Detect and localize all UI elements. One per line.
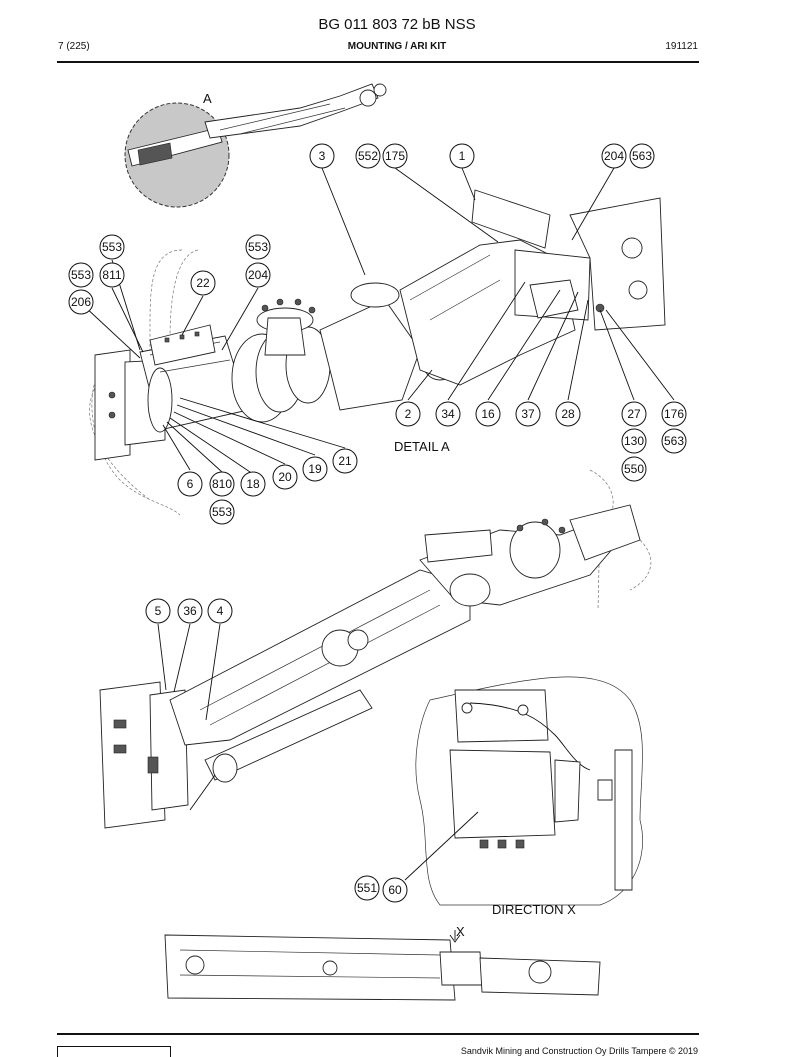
callout: 20 bbox=[272, 464, 298, 490]
leader-lines bbox=[82, 167, 675, 881]
callout: 1 bbox=[449, 143, 475, 169]
callout: 21 bbox=[332, 448, 358, 474]
svg-text:553: 553 bbox=[71, 268, 91, 282]
detail-marker: A bbox=[203, 91, 212, 106]
svg-text:19: 19 bbox=[308, 462, 322, 476]
svg-text:130: 130 bbox=[624, 434, 644, 448]
callout: 550 bbox=[621, 456, 647, 482]
svg-text:563: 563 bbox=[632, 149, 652, 163]
page-number: 7 (225) bbox=[58, 41, 90, 52]
svg-text:2: 2 bbox=[405, 407, 412, 421]
svg-text:60: 60 bbox=[388, 883, 402, 897]
svg-text:16: 16 bbox=[481, 407, 495, 421]
callout: 175 bbox=[382, 143, 408, 169]
callout: 553 bbox=[209, 499, 235, 525]
svg-text:551: 551 bbox=[357, 881, 377, 895]
svg-text:206: 206 bbox=[71, 295, 91, 309]
callout: 551 bbox=[354, 875, 380, 901]
view-marker: X bbox=[456, 924, 465, 939]
callout: 3 bbox=[309, 143, 335, 169]
callout: 553 bbox=[68, 262, 94, 288]
section-title: MOUNTING / ARI KIT bbox=[347, 41, 447, 52]
footer-rule bbox=[57, 1033, 699, 1035]
header-rule bbox=[57, 61, 699, 63]
callout: 563 bbox=[661, 428, 687, 454]
callout: 37 bbox=[515, 401, 541, 427]
overview-thumbnail bbox=[124, 83, 387, 208]
svg-text:563: 563 bbox=[664, 434, 684, 448]
callout: 19 bbox=[302, 456, 328, 482]
main-assembly-drawing bbox=[99, 469, 652, 829]
callout: 16 bbox=[475, 401, 501, 427]
svg-text:5: 5 bbox=[155, 604, 162, 618]
svg-text:37: 37 bbox=[521, 407, 535, 421]
detail-a-drawing bbox=[89, 189, 666, 516]
svg-text:21: 21 bbox=[338, 454, 352, 468]
callout: 18 bbox=[240, 471, 266, 497]
callout: 204 bbox=[601, 143, 627, 169]
callout: 552 bbox=[355, 143, 381, 169]
svg-text:20: 20 bbox=[278, 470, 292, 484]
callout: 206 bbox=[68, 289, 94, 315]
svg-text:553: 553 bbox=[212, 505, 232, 519]
svg-text:4: 4 bbox=[217, 604, 224, 618]
callout: 36 bbox=[177, 598, 203, 624]
callout: 130 bbox=[621, 428, 647, 454]
callout: 553 bbox=[99, 234, 125, 260]
callout: 563 bbox=[629, 143, 655, 169]
callout: 28 bbox=[555, 401, 581, 427]
svg-text:27: 27 bbox=[627, 407, 641, 421]
callout: 5 bbox=[145, 598, 171, 624]
copyright-text: Sandvik Mining and Construction Oy Drill… bbox=[460, 1046, 698, 1056]
callout: 60 bbox=[382, 877, 408, 903]
svg-text:28: 28 bbox=[561, 407, 575, 421]
svg-text:3: 3 bbox=[319, 149, 326, 163]
callout: 34 bbox=[435, 401, 461, 427]
svg-text:550: 550 bbox=[624, 462, 644, 476]
svg-text:6: 6 bbox=[187, 477, 194, 491]
callout: 22 bbox=[190, 270, 216, 296]
callout: 2 bbox=[395, 401, 421, 427]
svg-text:176: 176 bbox=[664, 407, 684, 421]
document-code: 191121 bbox=[665, 41, 698, 52]
svg-text:204: 204 bbox=[604, 149, 624, 163]
callout: 4 bbox=[207, 598, 233, 624]
callout: 810 bbox=[209, 471, 235, 497]
svg-text:1: 1 bbox=[459, 149, 466, 163]
svg-text:36: 36 bbox=[183, 604, 197, 618]
callout: 204 bbox=[245, 262, 271, 288]
svg-text:175: 175 bbox=[385, 149, 405, 163]
document-title: BG 011 803 72 bB NSS bbox=[318, 16, 476, 33]
svg-text:553: 553 bbox=[248, 240, 268, 254]
svg-text:811: 811 bbox=[102, 268, 121, 282]
callout: 6 bbox=[177, 471, 203, 497]
callouts: 3 552 175 1 204 563 553 553 553 811 204 … bbox=[68, 143, 687, 903]
bottom-overview bbox=[164, 930, 601, 1001]
svg-text:204: 204 bbox=[248, 268, 268, 282]
direction-x-inset bbox=[415, 676, 643, 906]
svg-text:22: 22 bbox=[196, 276, 210, 290]
callout: 553 bbox=[245, 234, 271, 260]
svg-text:552: 552 bbox=[358, 149, 378, 163]
svg-text:810: 810 bbox=[212, 477, 232, 491]
svg-text:18: 18 bbox=[246, 477, 260, 491]
svg-text:34: 34 bbox=[441, 407, 455, 421]
callout: 811 bbox=[99, 262, 125, 288]
detail-a-title: DETAIL A bbox=[394, 439, 450, 454]
company-logo bbox=[57, 1046, 171, 1057]
callout: 27 bbox=[621, 401, 647, 427]
callout: 176 bbox=[661, 401, 687, 427]
direction-x-title: DIRECTION X bbox=[492, 902, 576, 917]
svg-text:553: 553 bbox=[102, 240, 122, 254]
